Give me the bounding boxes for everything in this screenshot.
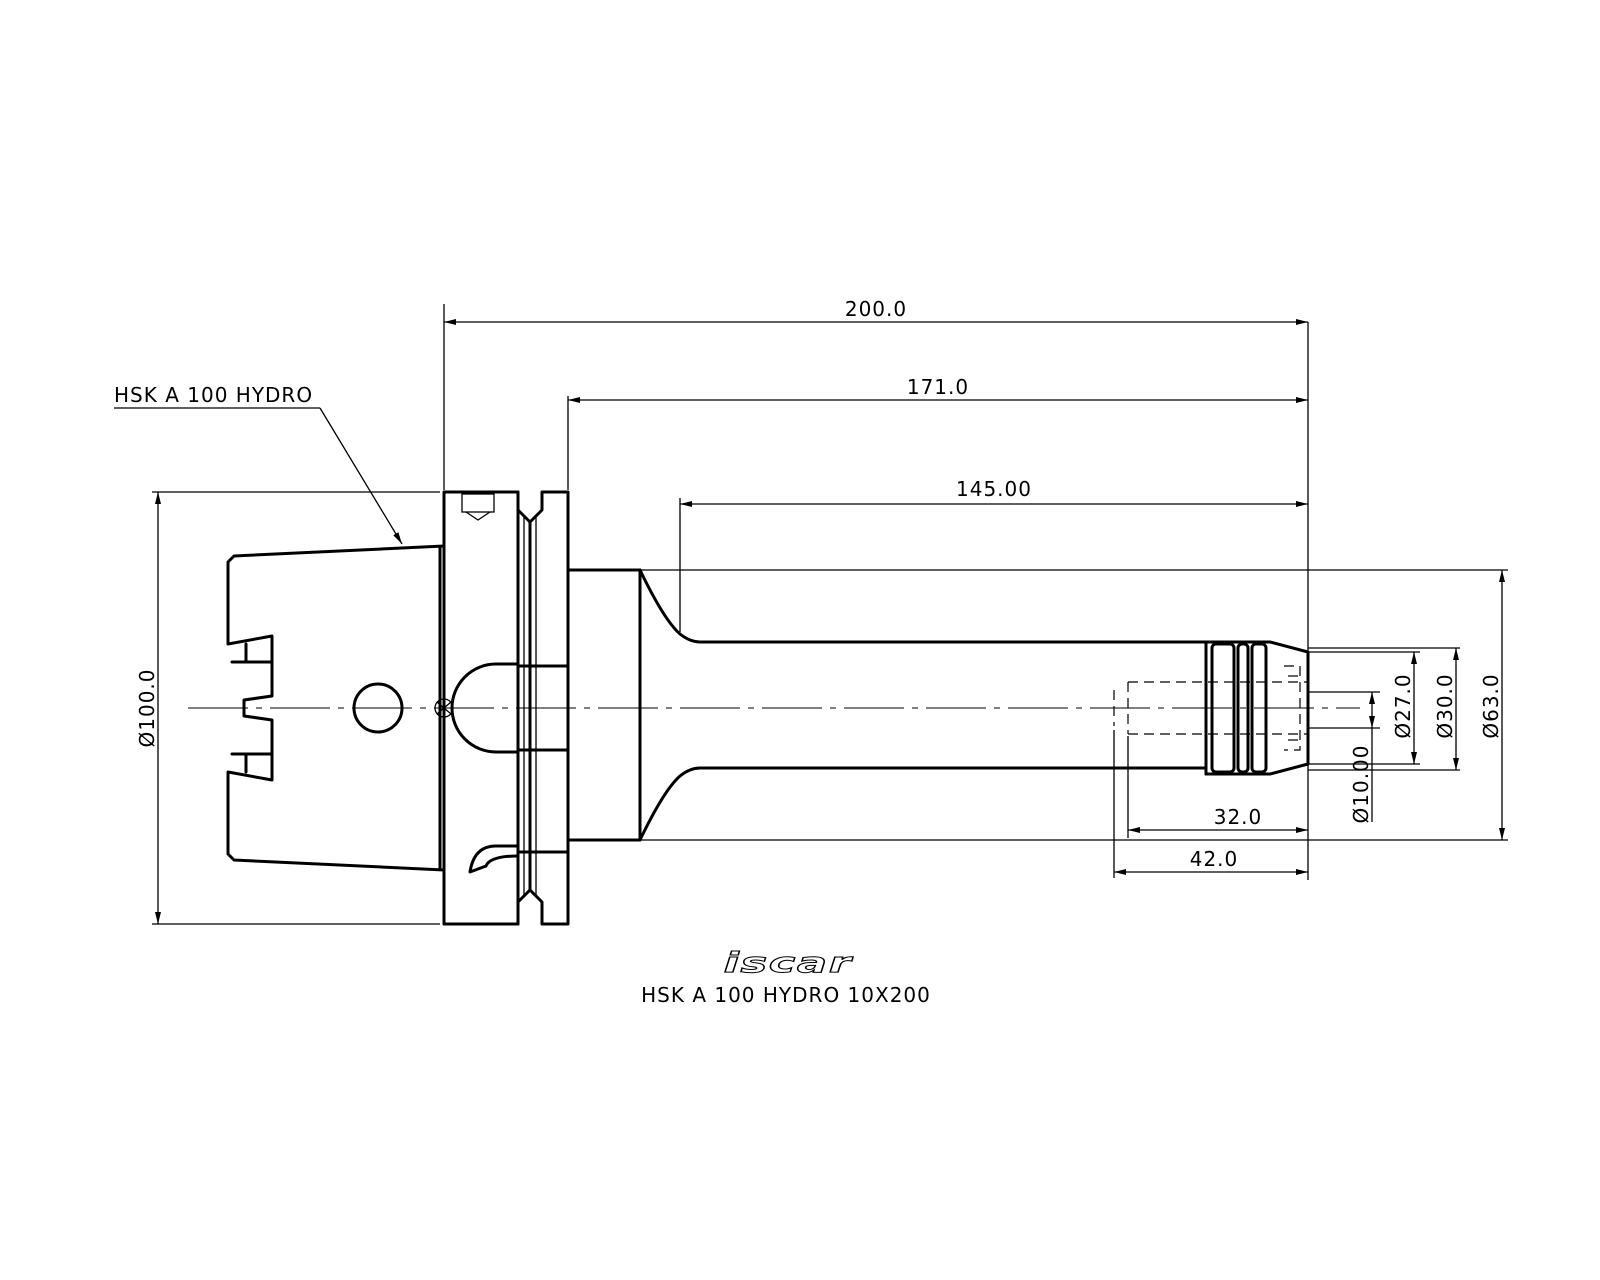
extension-lines xyxy=(152,304,1508,925)
dim-clamp-length: 32.0 xyxy=(1214,805,1263,829)
hsk-taper-shank xyxy=(226,544,446,872)
dim-body-diameter: Ø63.0 xyxy=(1479,673,1503,738)
tool-body xyxy=(566,568,1208,842)
shank-hole xyxy=(352,682,404,734)
part-name: HSK A 100 HYDRO 10X200 xyxy=(641,983,931,1007)
dim-flange-diameter: Ø100.0 xyxy=(135,669,159,748)
dim-nose-diameter: Ø30.0 xyxy=(1433,673,1457,738)
callout-leader xyxy=(114,407,403,545)
svg-text:iscar: iscar xyxy=(724,946,854,979)
dim-nose-front-diameter: Ø27.0 xyxy=(1391,673,1415,738)
flange xyxy=(434,490,570,926)
iscar-logo: iscar xyxy=(723,945,854,979)
dim-max-insertion: 42.0 xyxy=(1190,847,1239,871)
callout-label: HSK A 100 HYDRO xyxy=(114,383,313,407)
dim-gauge-length: 171.0 xyxy=(907,375,969,399)
dim-bore-diameter: Ø10.00 xyxy=(1349,745,1373,824)
dim-reach: 145.00 xyxy=(956,477,1032,501)
dimension-lines xyxy=(155,319,1505,924)
dim-overall-length: 200.0 xyxy=(845,297,907,321)
coolant-hole xyxy=(434,698,454,718)
